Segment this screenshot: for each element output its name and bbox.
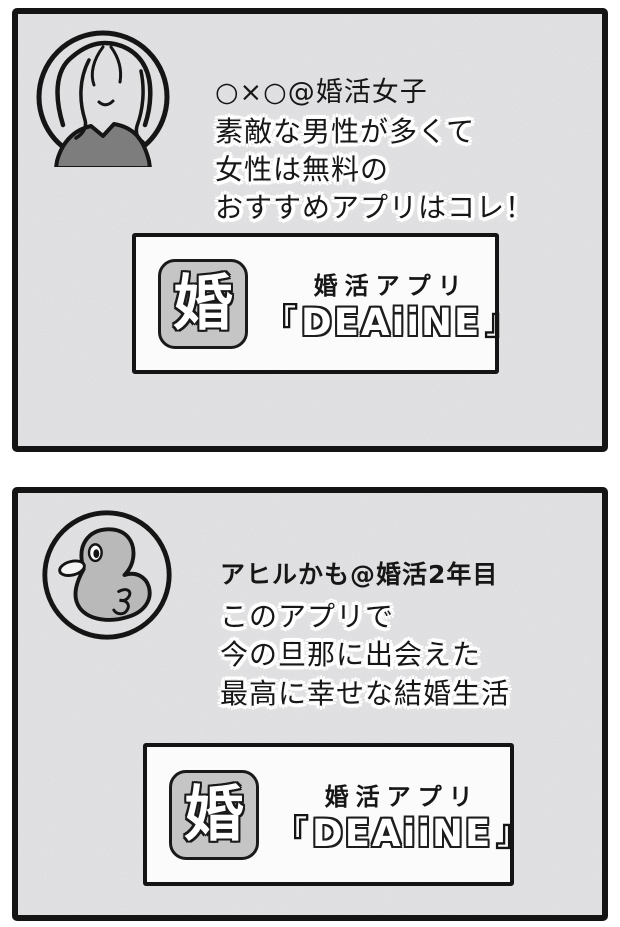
app-banner-text: 婚活アプリ 『 DEAiiNE 』	[273, 777, 539, 852]
woman-avatar-icon	[36, 30, 170, 167]
app-name: DEAiiNE	[312, 812, 493, 855]
app-name-row: 『 DEAiiNE 』	[273, 815, 531, 852]
app-category-label: 婚活アプリ	[313, 272, 469, 300]
post-handle: アヒルかも@婚活2年目	[220, 560, 499, 589]
app-banner-text: 婚活アプリ 『 DEAiiNE 』	[262, 266, 528, 341]
duck-avatar	[38, 507, 176, 643]
app-banner: 婚 婚活アプリ 『 DEAiiNE 』	[143, 743, 531, 886]
post-text-line: 今の旦那に出会えた	[220, 638, 482, 671]
bracket-open: 『	[273, 812, 310, 854]
app-name-row: 『 DEAiiNE 』	[262, 304, 520, 341]
post-text-line: 最高に幸せな結婚生活	[220, 677, 511, 710]
duck-avatar-icon	[42, 510, 172, 640]
post-handle: ○×○@婚活女子	[215, 77, 428, 108]
app-icon: 婚	[158, 258, 248, 349]
bracket-close: 』	[495, 812, 532, 854]
post-text-line: おすすめアプリはコレ！	[215, 191, 535, 224]
post-text-line: このアプリで	[220, 600, 395, 633]
bracket-close: 』	[484, 301, 521, 343]
app-banner: 婚 婚活アプリ 『 DEAiiNE 』	[132, 233, 520, 374]
post-text-line: 素敵な男性が多くて	[215, 115, 476, 148]
app-name: DEAiiNE	[301, 301, 482, 344]
app-icon: 婚	[169, 769, 259, 860]
app-icon-glyph: 婚	[173, 268, 233, 339]
woman-avatar	[33, 27, 173, 167]
bracket-open: 『	[262, 301, 299, 343]
post-text-line: 女性は無料の	[215, 153, 390, 186]
app-icon-glyph: 婚	[184, 779, 244, 850]
comic-panel-top: ○×○@婚活女子 素敵な男性が多くて 女性は無料の おすすめアプリはコレ！ 婚 …	[12, 8, 608, 452]
comic-panel-bottom: アヒルかも@婚活2年目 このアプリで 今の旦那に出会えた 最高に幸せな結婚生活 …	[12, 487, 608, 921]
app-category-label: 婚活アプリ	[324, 783, 480, 811]
